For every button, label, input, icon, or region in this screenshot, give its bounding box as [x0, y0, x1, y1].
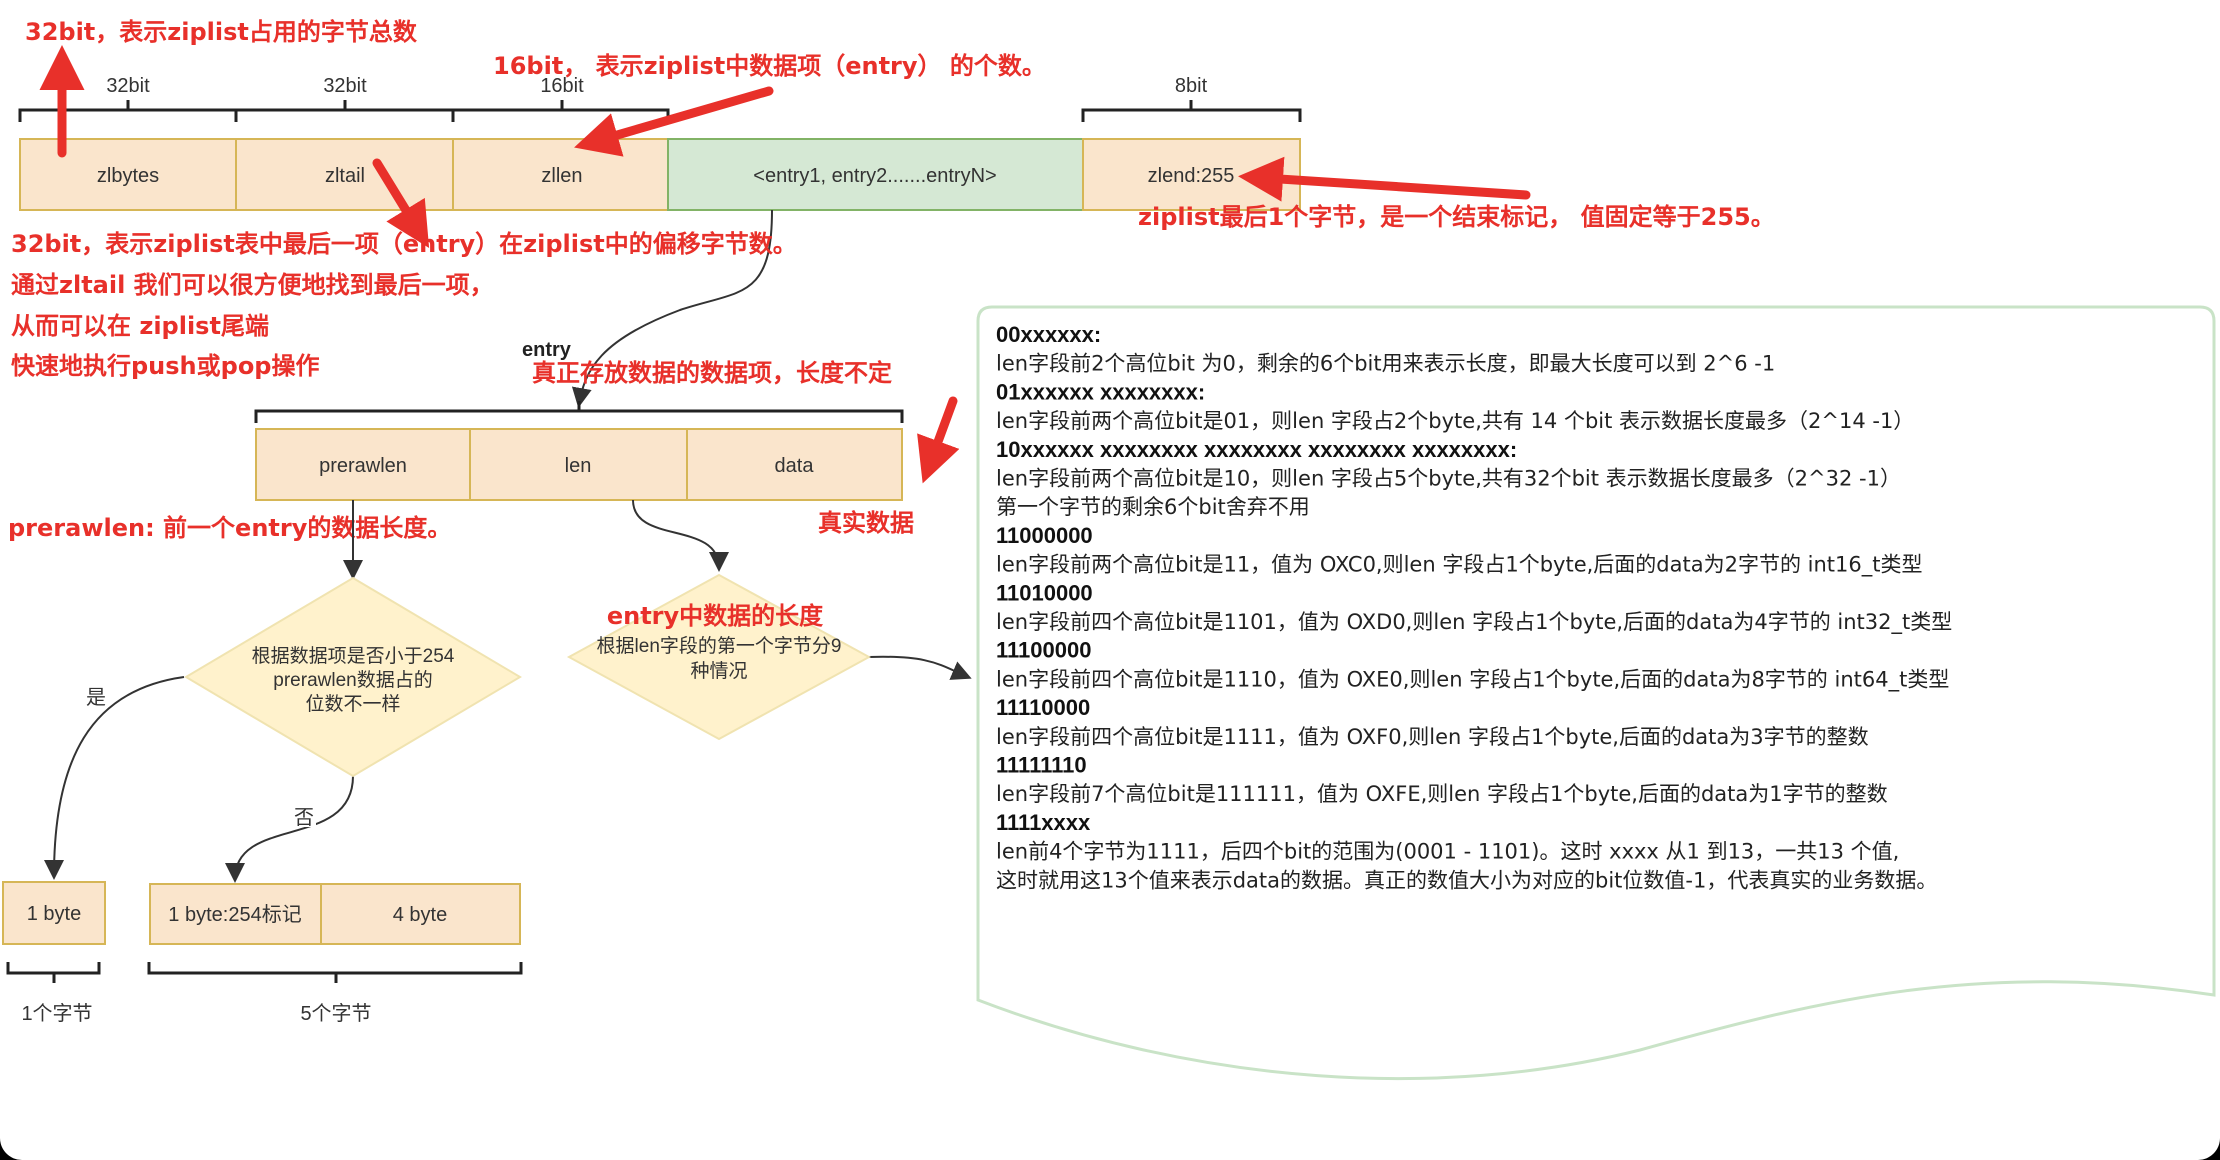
encoding-description: len字段前四个高位bit是1101，值为 OXD0,则len 字段占1个byt…	[996, 610, 1952, 635]
size-label: 1个字节	[21, 1002, 92, 1025]
box-label: 1 byte	[27, 903, 81, 925]
encoding-description: len前4个字节为1111，后四个bit的范围为(0001 - 1101)。这时…	[996, 840, 1899, 864]
encoding-pattern: 11010000	[996, 580, 1093, 605]
field-zllen	[452, 138, 669, 211]
encoding-description: len字段前四个高位bit是1111，值为 OXF0,则len 字段占1个byt…	[996, 725, 1869, 749]
bit-label: 16bit	[540, 75, 584, 97]
decision-text: 种情况	[690, 660, 747, 682]
entry-field-prerawlen	[255, 428, 471, 501]
annotation-zltail: 快速地执行push或pop操作	[11, 352, 319, 380]
field-label: zlbytes	[97, 165, 159, 187]
annotation-len: entry中数据的长度	[607, 602, 824, 630]
field-entries	[667, 138, 1084, 211]
arrow-icon	[372, 158, 430, 249]
field-label: prerawlen	[319, 455, 407, 477]
box-label: 4 byte	[393, 904, 447, 926]
connector-entries-to-entry	[571, 209, 773, 408]
encoding-description: len字段前2个高位bit 为0，剩余的6个bit用来表示长度，即最大长度可以到…	[996, 352, 1775, 376]
ziplist-header-row	[19, 138, 1301, 211]
bit-brace-top	[18, 100, 1302, 122]
decision-prerawlen	[184, 576, 522, 778]
annotation-zltail: 从而可以在 ziplist尾端	[11, 312, 269, 340]
red-arrows	[39, 45, 1531, 484]
field-label: len	[565, 455, 592, 477]
decision-text: 根据len字段的第一个字节分9	[597, 635, 842, 657]
size-brace	[147, 962, 523, 983]
field-label: data	[775, 455, 815, 477]
connector-yes	[44, 676, 185, 880]
field-label: zlend:255	[1148, 165, 1235, 187]
size-label: 5个字节	[300, 1002, 371, 1025]
field-label: <entry1, entry2.......entryN>	[753, 165, 996, 187]
arrow-icon	[917, 396, 960, 484]
len-encoding-lines: 00xxxxxx: len字段前2个高位bit 为0，剩余的6个bit用来表示长度…	[996, 322, 1952, 892]
annotation-entry: 真正存放数据的数据项，长度不定	[532, 359, 892, 387]
field-label: zllen	[541, 165, 582, 187]
bit-label: 32bit	[106, 75, 150, 97]
encoding-pattern: 11000000	[996, 523, 1093, 548]
connector	[868, 655, 972, 680]
connector	[632, 499, 729, 572]
encoding-description: len字段前两个高位bit是10，则len 字段占5个byte,共有32个bit…	[996, 467, 1901, 491]
encoding-pattern: 01xxxxxx xxxxxxxx:	[996, 379, 1205, 404]
box-4-byte	[320, 883, 521, 945]
encoding-description: len字段前四个高位bit是1110，值为 OXE0,则len 字段占1个byt…	[996, 667, 1949, 692]
arrow-icon	[1238, 156, 1531, 202]
encoding-description: 第一个字节的剩余6个bit舍弃不用	[996, 495, 1310, 519]
bit-label: 8bit	[1175, 75, 1208, 97]
field-zlbytes	[19, 138, 237, 211]
box-254-marker	[149, 883, 322, 945]
size-brace	[6, 962, 101, 983]
encoding-description: 这时就用这13个值来表示data的数据。真正的数值大小为对应的bit位数值-1，…	[996, 868, 1937, 892]
annotation-prerawlen: prerawlen: 前一个entry的数据长度。	[8, 514, 451, 542]
annotation-zltail: 通过zltail 我们可以很方便地找到最后一项，	[11, 271, 494, 299]
yes-label: 是	[86, 687, 106, 709]
annotation-zllen: 16bit， 表示ziplist中数据项（entry） 的个数。	[493, 52, 1046, 80]
encoding-pattern: 11111110	[996, 753, 1087, 778]
encoding-pattern: 11110000	[996, 695, 1090, 720]
decision-text: 位数不一样	[305, 693, 400, 715]
encoding-pattern: 00xxxxxx:	[996, 322, 1101, 347]
box-1-byte	[2, 881, 106, 945]
entry-label: entry	[522, 339, 572, 361]
entry-brace	[254, 401, 904, 423]
len-encoding-document	[976, 305, 2216, 1081]
arrow-icon	[574, 86, 774, 157]
annotation-zltail: 32bit，表示ziplist表中最后一项（entry）在ziplist中的偏移…	[11, 230, 797, 258]
annotation-zlend: ziplist最后1个字节，是一个结束标记， 值固定等于255。	[1138, 203, 1775, 231]
decision-len	[566, 573, 872, 741]
bit-label: 32bit	[323, 75, 367, 97]
entry-field-data	[686, 428, 903, 501]
connector-no	[225, 775, 354, 883]
encoding-pattern: 11100000	[996, 638, 1091, 663]
encoding-description: len字段前7个高位bit是111111，值为 OXFE,则len 字段占1个b…	[996, 782, 1888, 806]
encoding-pattern: 1111xxxx	[996, 810, 1091, 835]
encoding-description: len字段前两个高位bit是11，值为 OXC0,则len 字段占1个byte,…	[996, 553, 1922, 578]
entry-field-len	[469, 428, 688, 501]
encoding-pattern: 10xxxxxx xxxxxxxx xxxxxxxx xxxxxxxx xxxx…	[996, 437, 1517, 462]
decision-text: 根据数据项是否小于254	[252, 645, 455, 667]
no-label: 否	[294, 807, 314, 829]
annotation-zlbytes: 32bit，表示ziplist占用的字节总数	[25, 18, 418, 46]
encoding-description: len字段前两个高位bit是01，则len 字段占2个byte,共有 14 个b…	[996, 409, 1914, 433]
decision-text: prerawlen数据占的	[273, 669, 432, 691]
box-label: 1 byte:254标记	[168, 903, 301, 926]
field-label: zltail	[325, 165, 365, 187]
annotation-data: 真实数据	[818, 509, 914, 537]
